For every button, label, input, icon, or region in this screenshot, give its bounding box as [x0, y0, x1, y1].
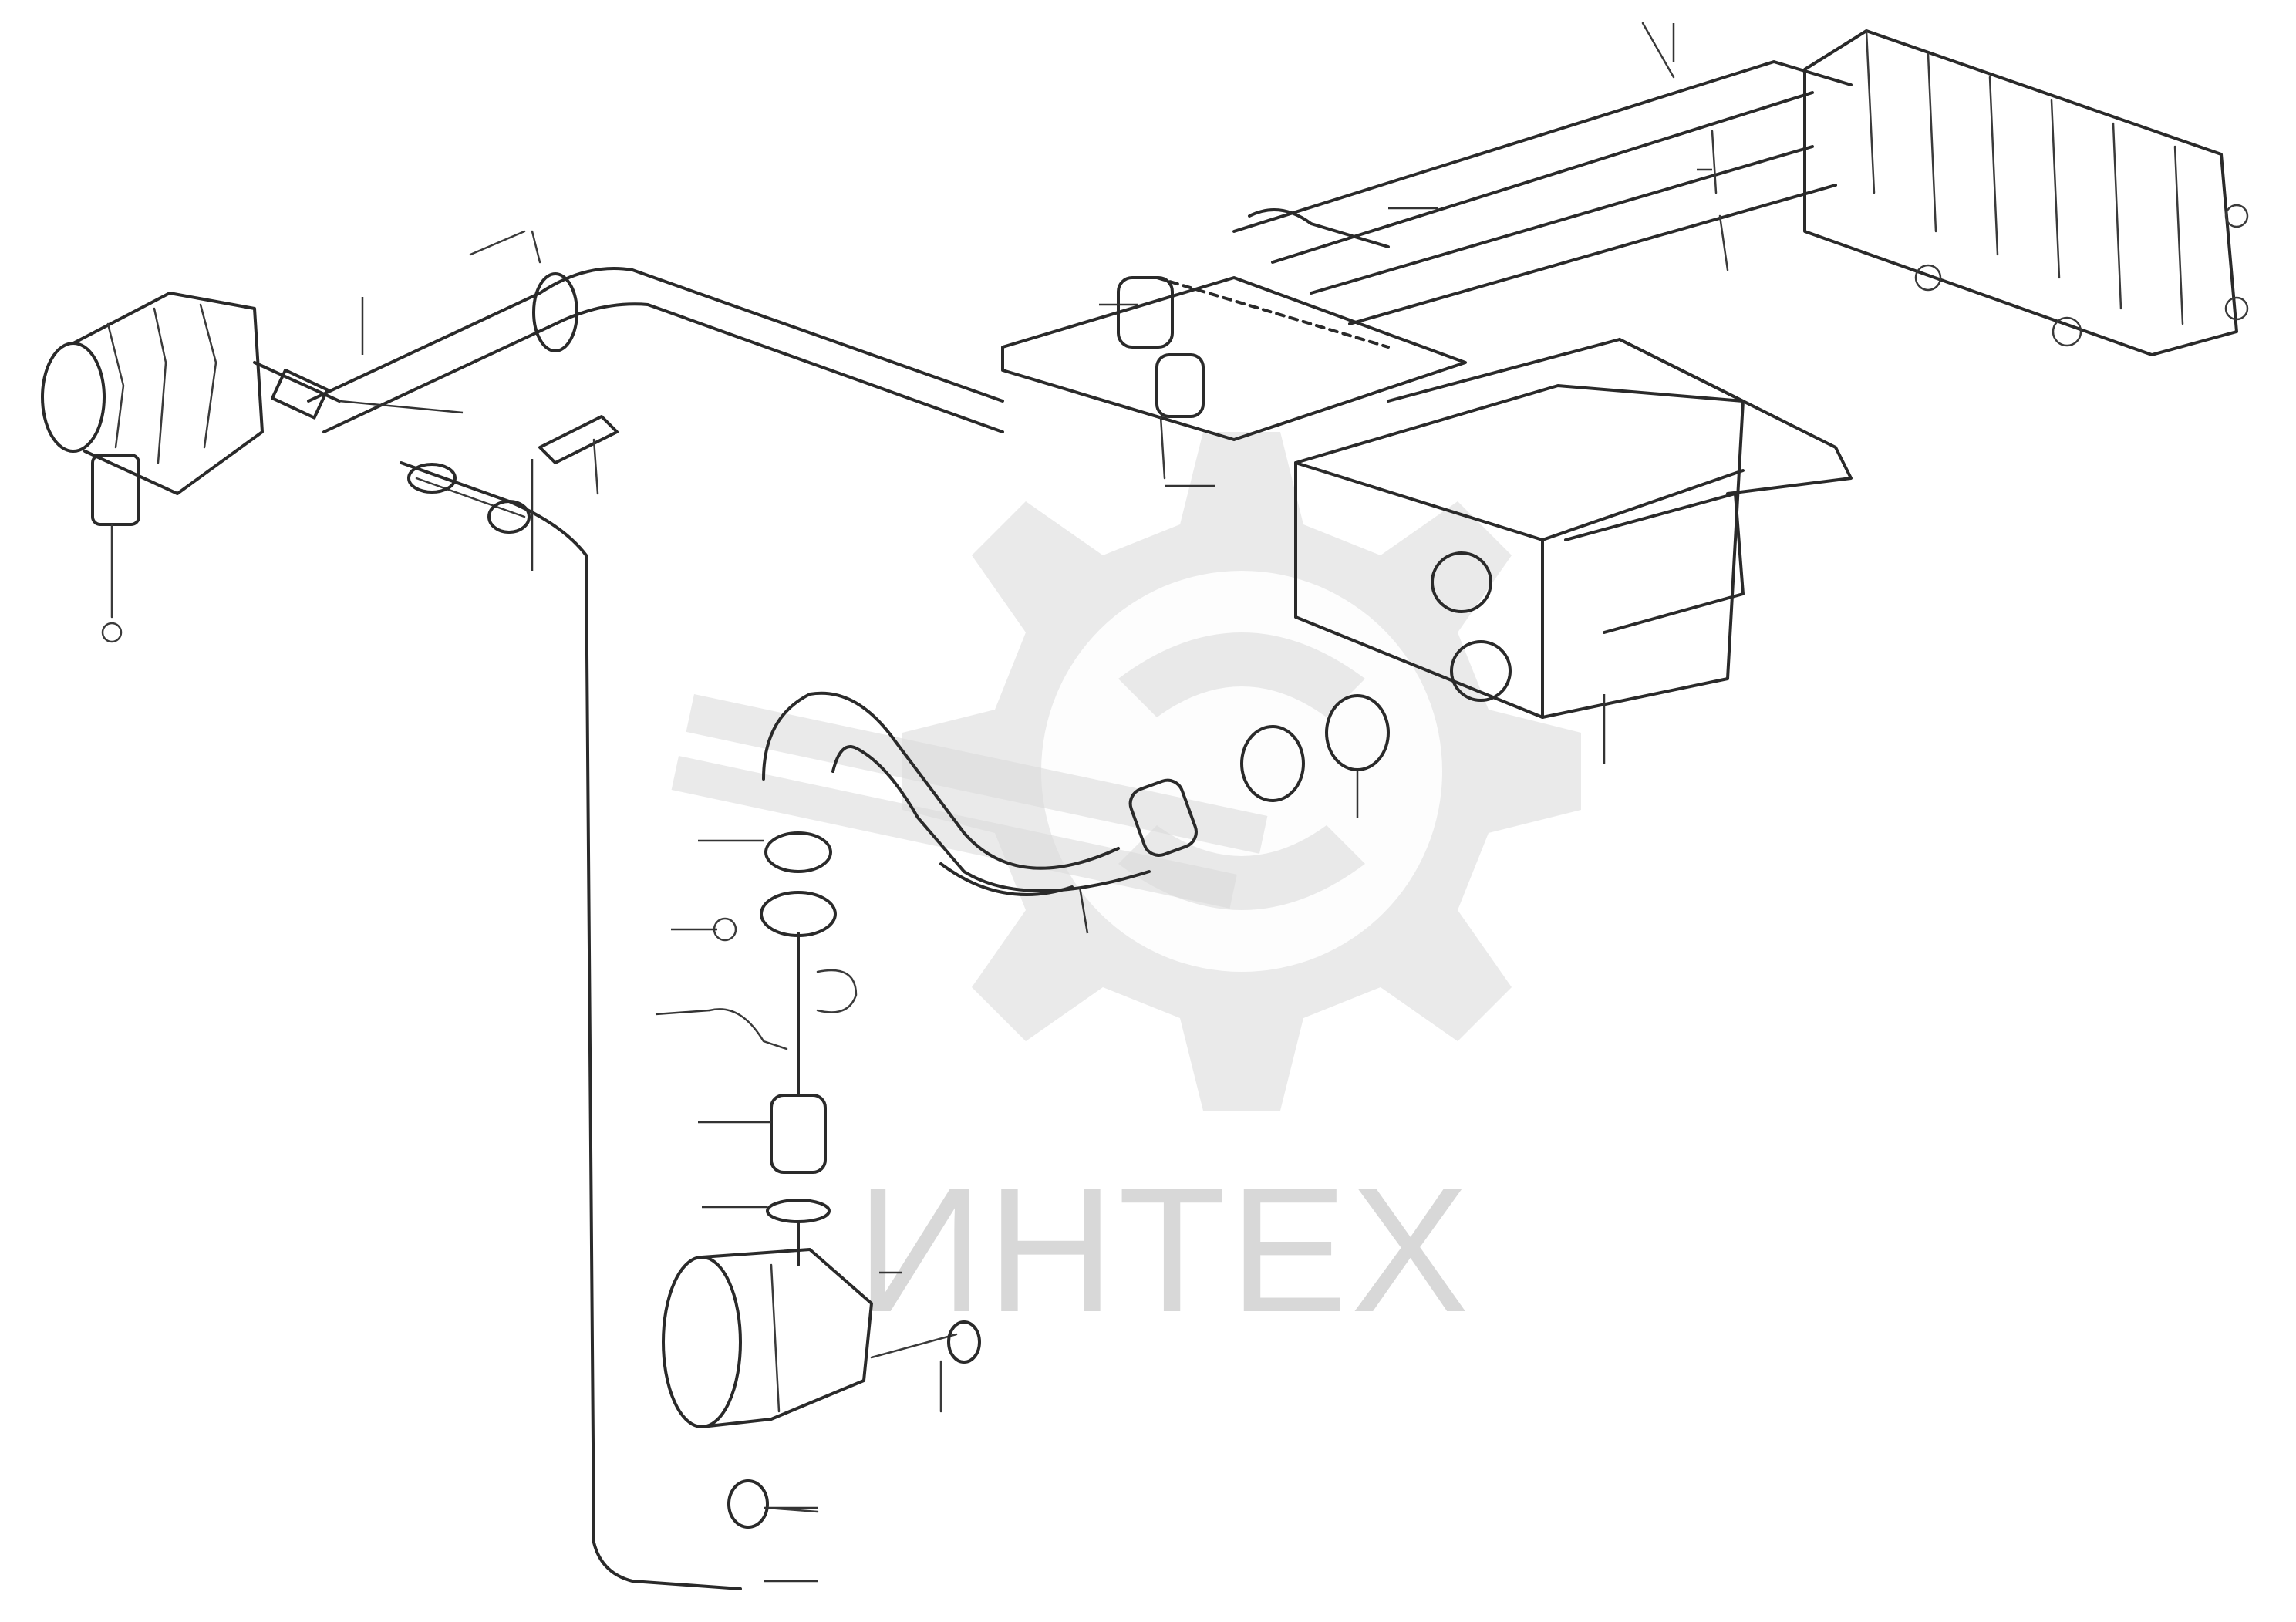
watermark-gear [671, 432, 1581, 1111]
watermark-text: ИНТЕХ [856, 1151, 1472, 1349]
filter-stack [708, 831, 858, 1266]
suction-hose [762, 691, 1390, 896]
control-valve-bank [1803, 29, 2249, 356]
hydraulic-tank [1294, 338, 1853, 719]
upper-frame [1232, 22, 1853, 325]
central-valve-block [1001, 276, 1467, 480]
leader-lines [339, 23, 1712, 1583]
lower-left-pipe [400, 415, 742, 1590]
left-pump-assembly [41, 292, 341, 643]
upper-pipe [307, 230, 1004, 433]
